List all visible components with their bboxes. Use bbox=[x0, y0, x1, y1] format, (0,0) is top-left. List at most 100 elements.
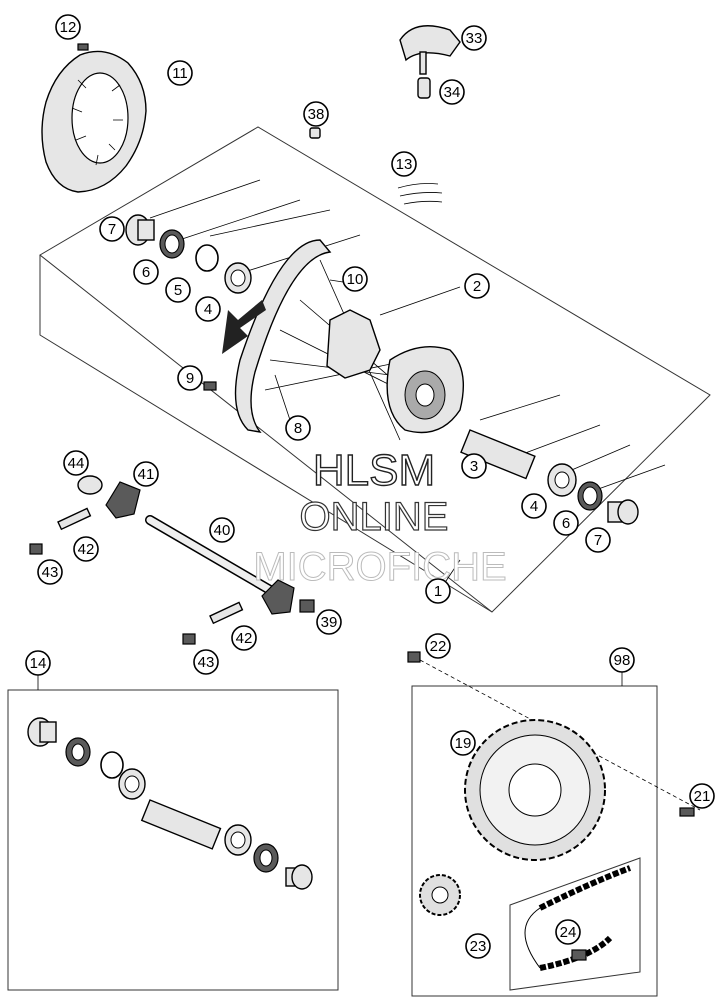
inner-spacer bbox=[460, 429, 536, 480]
callout-39[interactable]: 39 bbox=[316, 609, 342, 635]
callout-5[interactable]: 5 bbox=[165, 277, 191, 303]
callout-1[interactable]: 1 bbox=[425, 578, 451, 604]
rotation-arrow bbox=[222, 300, 266, 354]
svg-text:2: 2 bbox=[473, 278, 481, 295]
callout-9[interactable]: 9 bbox=[177, 365, 203, 391]
bearing-kit-box bbox=[7, 675, 339, 991]
svg-text:40: 40 bbox=[214, 522, 231, 539]
svg-text:34: 34 bbox=[444, 84, 461, 101]
circlip bbox=[195, 244, 219, 272]
callout-8[interactable]: 8 bbox=[285, 415, 311, 441]
right-bearing bbox=[547, 463, 577, 497]
chain-adjuster-left bbox=[105, 481, 141, 519]
watermark-line-2: ONLINE bbox=[300, 495, 449, 539]
callout-43-right[interactable]: 43 bbox=[193, 649, 219, 675]
spoke-set bbox=[397, 183, 443, 205]
callout-7-right[interactable]: 7 bbox=[585, 527, 611, 553]
svg-text:43: 43 bbox=[198, 654, 215, 671]
front-sprocket bbox=[419, 874, 461, 916]
callout-22[interactable]: 22 bbox=[425, 633, 451, 659]
callout-24[interactable]: 24 bbox=[555, 919, 581, 945]
callout-4-right[interactable]: 4 bbox=[521, 493, 547, 519]
svg-text:19: 19 bbox=[455, 735, 472, 752]
callout-41[interactable]: 41 bbox=[133, 461, 159, 487]
right-spacer bbox=[607, 499, 639, 525]
callout-38[interactable]: 38 bbox=[303, 101, 329, 127]
right-shaft-seal bbox=[577, 481, 603, 511]
svg-text:3: 3 bbox=[470, 458, 478, 475]
adjuster-bolt-2 bbox=[209, 601, 244, 625]
svg-text:6: 6 bbox=[562, 515, 570, 532]
watermark-line-3: MICROFICHE bbox=[253, 545, 506, 589]
callout-23[interactable]: 23 bbox=[465, 933, 491, 959]
chain-adjuster-right bbox=[261, 579, 295, 615]
svg-text:7: 7 bbox=[108, 221, 116, 238]
callout-42-right[interactable]: 42 bbox=[231, 625, 257, 651]
callout-2[interactable]: 2 bbox=[464, 273, 490, 299]
svg-text:24: 24 bbox=[560, 924, 577, 941]
callout-13[interactable]: 13 bbox=[391, 151, 417, 177]
callout-10[interactable]: 10 bbox=[342, 266, 368, 292]
svg-text:22: 22 bbox=[430, 638, 447, 655]
adjuster-nut-2 bbox=[182, 633, 196, 645]
sprocket-kit-box bbox=[411, 659, 701, 997]
rim-lock bbox=[399, 25, 461, 75]
svg-text:13: 13 bbox=[396, 156, 413, 173]
svg-text:39: 39 bbox=[321, 614, 338, 631]
callout-19[interactable]: 19 bbox=[450, 730, 476, 756]
svg-text:98: 98 bbox=[614, 652, 631, 669]
callout-6-right[interactable]: 6 bbox=[553, 510, 579, 536]
watermark-line-1: HLSM bbox=[313, 446, 435, 495]
callout-6-left[interactable]: 6 bbox=[133, 259, 159, 285]
rear-sprocket bbox=[464, 719, 606, 861]
svg-text:4: 4 bbox=[204, 301, 212, 318]
svg-text:10: 10 bbox=[347, 271, 364, 288]
svg-text:42: 42 bbox=[78, 541, 95, 558]
callout-4-left[interactable]: 4 bbox=[195, 296, 221, 322]
disc-bolt bbox=[77, 43, 89, 51]
svg-text:12: 12 bbox=[60, 19, 77, 36]
kit-parts bbox=[27, 717, 313, 890]
rim bbox=[234, 239, 332, 433]
callout-42-left[interactable]: 42 bbox=[73, 536, 99, 562]
callout-14[interactable]: 14 bbox=[25, 650, 51, 676]
svg-text:38: 38 bbox=[308, 106, 325, 123]
callout-43-left[interactable]: 43 bbox=[37, 559, 63, 585]
spoke-nipple bbox=[203, 381, 217, 391]
callout-21[interactable]: 21 bbox=[689, 783, 715, 809]
left-spacer bbox=[125, 214, 155, 246]
svg-text:8: 8 bbox=[294, 420, 302, 437]
callout-11[interactable]: 11 bbox=[167, 60, 193, 86]
axle-bolt bbox=[299, 599, 315, 613]
adjuster-bolt bbox=[57, 507, 92, 531]
callout-40[interactable]: 40 bbox=[209, 517, 235, 543]
watermark: HLSM ONLINE MICROFICHE bbox=[253, 445, 507, 589]
sprocket-bolt bbox=[679, 807, 695, 817]
axle-nut bbox=[77, 475, 103, 495]
callouts: 12 11 33 34 38 13 7 6 5 4 10 2 9 8 3 4 6… bbox=[25, 14, 715, 959]
svg-text:11: 11 bbox=[172, 65, 188, 82]
left-bearing bbox=[224, 262, 252, 294]
svg-text:7: 7 bbox=[594, 532, 602, 549]
svg-text:23: 23 bbox=[470, 938, 487, 955]
callout-34[interactable]: 34 bbox=[439, 79, 465, 105]
callout-44[interactable]: 44 bbox=[63, 450, 89, 476]
sprocket-nut bbox=[407, 651, 421, 663]
callout-98[interactable]: 98 bbox=[609, 647, 635, 673]
callout-33[interactable]: 33 bbox=[461, 25, 487, 51]
callout-7-left[interactable]: 7 bbox=[99, 216, 125, 242]
callout-3[interactable]: 3 bbox=[461, 453, 487, 479]
callout-12[interactable]: 12 bbox=[55, 14, 81, 40]
svg-text:4: 4 bbox=[530, 498, 538, 515]
adjuster-nut bbox=[29, 543, 43, 555]
chain-master-link bbox=[571, 949, 587, 961]
brake-disc bbox=[41, 50, 147, 193]
svg-text:14: 14 bbox=[30, 655, 47, 672]
svg-text:1: 1 bbox=[434, 583, 442, 600]
svg-text:41: 41 bbox=[138, 466, 155, 483]
wheel-assembly-frame bbox=[39, 126, 711, 613]
svg-text:9: 9 bbox=[186, 370, 194, 387]
rim-lock-nut bbox=[417, 77, 431, 99]
svg-text:42: 42 bbox=[236, 630, 253, 647]
